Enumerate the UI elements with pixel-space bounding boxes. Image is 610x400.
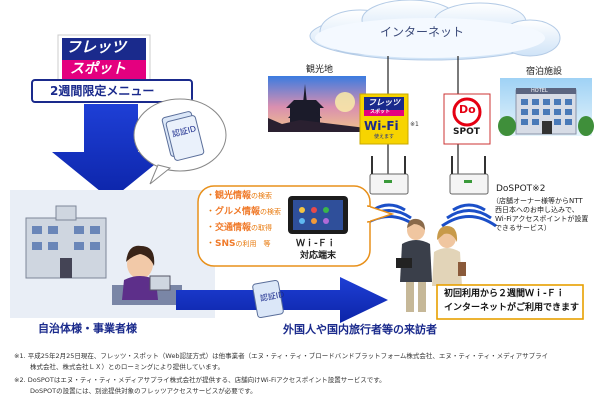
- footnote-2b: DoSPOTの設置には、別途提供対象のフレッツアクセスサービスが必要です。: [30, 388, 257, 395]
- info-item-gourmet: ・グルメ情報の検索: [206, 208, 281, 217]
- footnote-1b: 株式会社、株式会社ＬＸ）とのローミングにより提供しています。: [30, 364, 224, 371]
- info-item-tourism: ・観光情報の検索: [206, 192, 281, 201]
- device-line1: Ｗｉ-Ｆｉ: [296, 240, 336, 249]
- info-list: ・観光情報の検索 ・グルメ情報の検索 ・交通情報の取得 ・SNSの利用 等: [206, 192, 281, 249]
- footnote-1a: ※1. 平成25年2月25日現在、フレッツ・スポット（Web認証方式）は他事業者…: [14, 353, 548, 360]
- dospot-desc-3: Wi-Fiアクセスポイントが設置: [495, 216, 588, 223]
- tourism-label: 観光地: [306, 66, 333, 75]
- dospot-label: DoSPOT※2: [496, 185, 545, 194]
- left-entity-label: 自治体様・事業者様: [38, 323, 137, 334]
- menu-label: 2週間限定メニュー: [50, 85, 154, 97]
- wifi-sign-sub: 使えます: [374, 135, 394, 140]
- footnote-2a: ※2. DoSPOTはエヌ・ティ・ティ・メディアサプライ株式会社が提供する、店舗…: [14, 377, 386, 384]
- callout-line1: 初回利用から２週間Ｗｉ-Ｆｉ: [444, 290, 565, 299]
- wifi-waves-2: [442, 205, 496, 226]
- info-item-transport: ・交通情報の取得: [206, 224, 281, 233]
- dospot-desc-4: できるサービス）: [495, 225, 551, 232]
- access-point-2: [450, 156, 488, 194]
- wifi-sign-footnote: ※1: [410, 122, 419, 128]
- callout-line2: インターネットがご利用できます: [444, 304, 579, 313]
- hotel-photo: [498, 78, 594, 136]
- auth-card-bubble: [134, 99, 226, 184]
- visitors-label: 外国人や国内旅行者等の来訪者: [283, 324, 437, 335]
- hotel-label: 宿泊施設: [526, 68, 562, 77]
- dospot-logo-do: Do: [459, 104, 476, 115]
- wifi-sign-wifi: Wi-Fi: [364, 120, 399, 132]
- dospot-desc-2: 西日本へのお申し込みで、: [495, 207, 579, 214]
- wifi-sign-logo-top: フレッツ: [368, 99, 400, 107]
- dospot-desc-1: （店舗オーナー様等からNTT: [492, 198, 583, 205]
- device-line2: 対応端末: [300, 252, 336, 261]
- hotel-sign: HOTEL: [531, 89, 548, 94]
- flets-logo-top: フレッツ: [66, 40, 126, 55]
- tablet-device: [288, 196, 348, 234]
- tourism-photo: [268, 76, 366, 132]
- dospot-logo-spot: SPOT: [453, 128, 480, 137]
- flets-logo-bottom: スポット: [70, 62, 126, 76]
- info-item-sns: ・SNSの利用 等: [206, 240, 281, 249]
- wifi-sign-logo-bottom: スポット: [370, 110, 390, 115]
- internet-label: インターネット: [380, 26, 464, 38]
- access-point-1: [370, 156, 408, 194]
